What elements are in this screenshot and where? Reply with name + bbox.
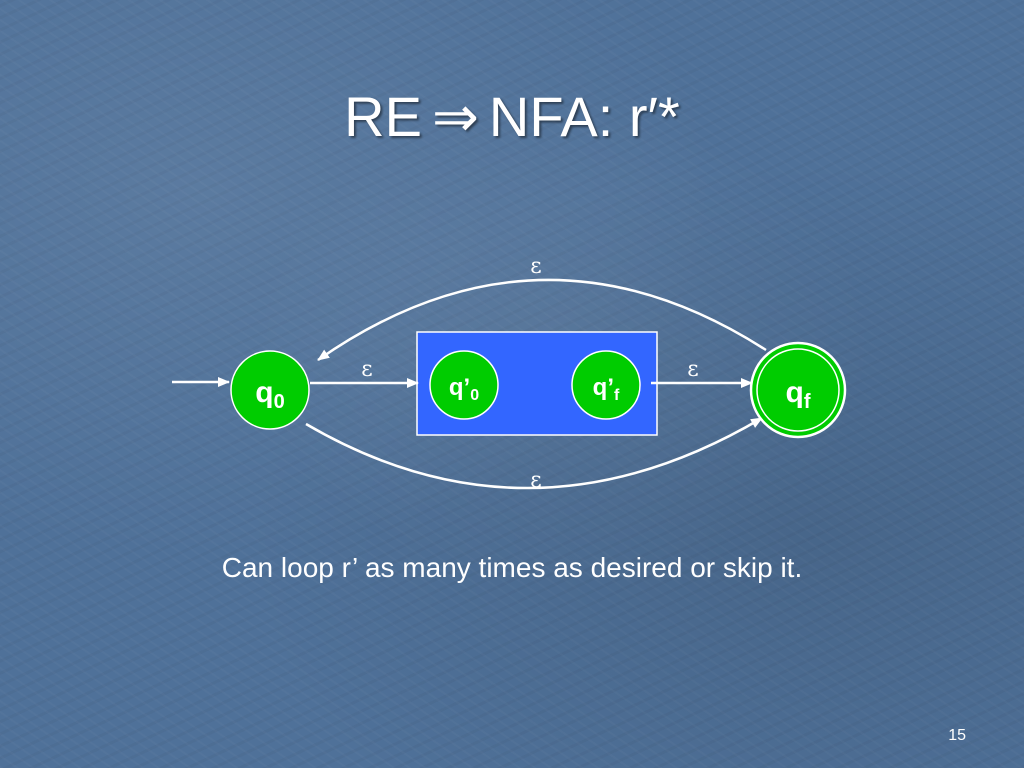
svg-text:q’f: q’f [593,374,620,404]
state-qf-prime: q’f [571,350,641,420]
title-re: RE [344,85,422,148]
slide-title: RE⇒NFA: r′* [0,82,1024,152]
state-q0: q0 [230,350,310,430]
state-q0-prime: q’0 [429,350,499,420]
state-qf-accepting: qf [749,341,847,439]
epsilon-label-bottom: ε [530,468,541,493]
epsilon-label-left: ε [361,357,372,382]
epsilon-label-top: ε [530,254,541,279]
title-nfa: NFA: r′* [488,85,680,148]
svg-text:q0: q0 [255,376,284,413]
edge-loop-qf-to-q0 [317,278,767,362]
implies-arrow-icon: ⇒ [431,85,479,148]
caption-text: Can loop r’ as many times as desired or … [221,552,803,583]
edge-skip-q0-to-qf [305,416,763,490]
slide-number: 15 [948,727,966,744]
svg-text:qf: qf [786,376,811,413]
svg-text:q’0: q’0 [449,374,479,404]
epsilon-label-right: ε [687,357,698,382]
